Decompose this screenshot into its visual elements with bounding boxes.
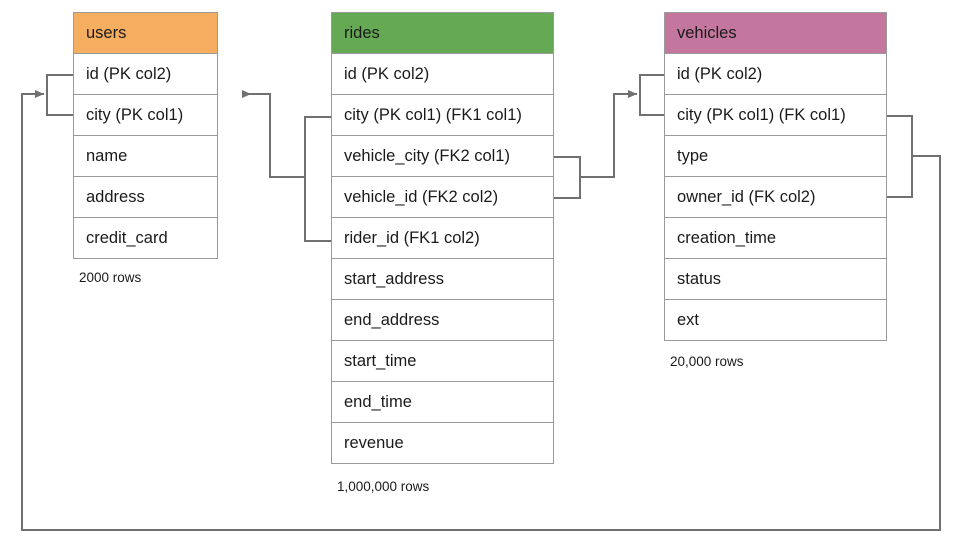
field-users-city[interactable]: city (PK col1) — [74, 95, 217, 136]
field-vehicles-id[interactable]: id (PK col2) — [665, 54, 886, 95]
field-rides-revenue[interactable]: revenue — [332, 423, 553, 464]
field-rides-id[interactable]: id (PK col2) — [332, 54, 553, 95]
field-rides-city[interactable]: city (PK col1) (FK1 col1) — [332, 95, 553, 136]
connector-vehicles-bracket — [639, 74, 664, 116]
field-rides-start-address[interactable]: start_address — [332, 259, 553, 300]
field-users-address[interactable]: address — [74, 177, 217, 218]
entity-table-rides[interactable]: rides id (PK col2) city (PK col1) (FK1 c… — [331, 12, 554, 464]
field-vehicles-ext[interactable]: ext — [665, 300, 886, 341]
field-vehicles-owner-id[interactable]: owner_id (FK col2) — [665, 177, 886, 218]
connector-rides-fk1-users — [304, 116, 331, 242]
connector-users-bracket — [46, 74, 73, 116]
field-users-name[interactable]: name — [74, 136, 217, 177]
field-vehicles-creation-time[interactable]: creation_time — [665, 218, 886, 259]
field-rides-vehicle-city[interactable]: vehicle_city (FK2 col1) — [332, 136, 553, 177]
row-count-rides: 1,000,000 rows — [337, 479, 430, 494]
field-rides-vehicle-id[interactable]: vehicle_id (FK2 col2) — [332, 177, 553, 218]
field-rides-end-address[interactable]: end_address — [332, 300, 553, 341]
entity-table-vehicles[interactable]: vehicles id (PK col2) city (PK col1) (FK… — [664, 12, 887, 341]
connector-rides-fk1-users-stem — [242, 90, 305, 178]
field-rides-end-time[interactable]: end_time — [332, 382, 553, 423]
entity-header-users[interactable]: users — [74, 13, 217, 54]
field-vehicles-city[interactable]: city (PK col1) (FK col1) — [665, 95, 886, 136]
field-vehicles-status[interactable]: status — [665, 259, 886, 300]
field-users-credit-card[interactable]: credit_card — [74, 218, 217, 259]
field-users-id[interactable]: id (PK col2) — [74, 54, 217, 95]
field-rides-start-time[interactable]: start_time — [332, 341, 553, 382]
connector-rides-fk2-vehicles-stem — [580, 90, 637, 178]
connector-rides-fk2-vehicles — [554, 156, 581, 199]
field-rides-rider-id[interactable]: rider_id (FK1 col2) — [332, 218, 553, 259]
field-vehicles-type[interactable]: type — [665, 136, 886, 177]
row-count-users: 2000 rows — [79, 270, 142, 285]
entity-header-vehicles[interactable]: vehicles — [665, 13, 886, 54]
entity-header-rides[interactable]: rides — [332, 13, 553, 54]
connector-vehicles-fk-users — [887, 115, 913, 198]
entity-table-users[interactable]: users id (PK col2) city (PK col1) name a… — [73, 12, 218, 259]
row-count-vehicles: 20,000 rows — [670, 354, 744, 369]
